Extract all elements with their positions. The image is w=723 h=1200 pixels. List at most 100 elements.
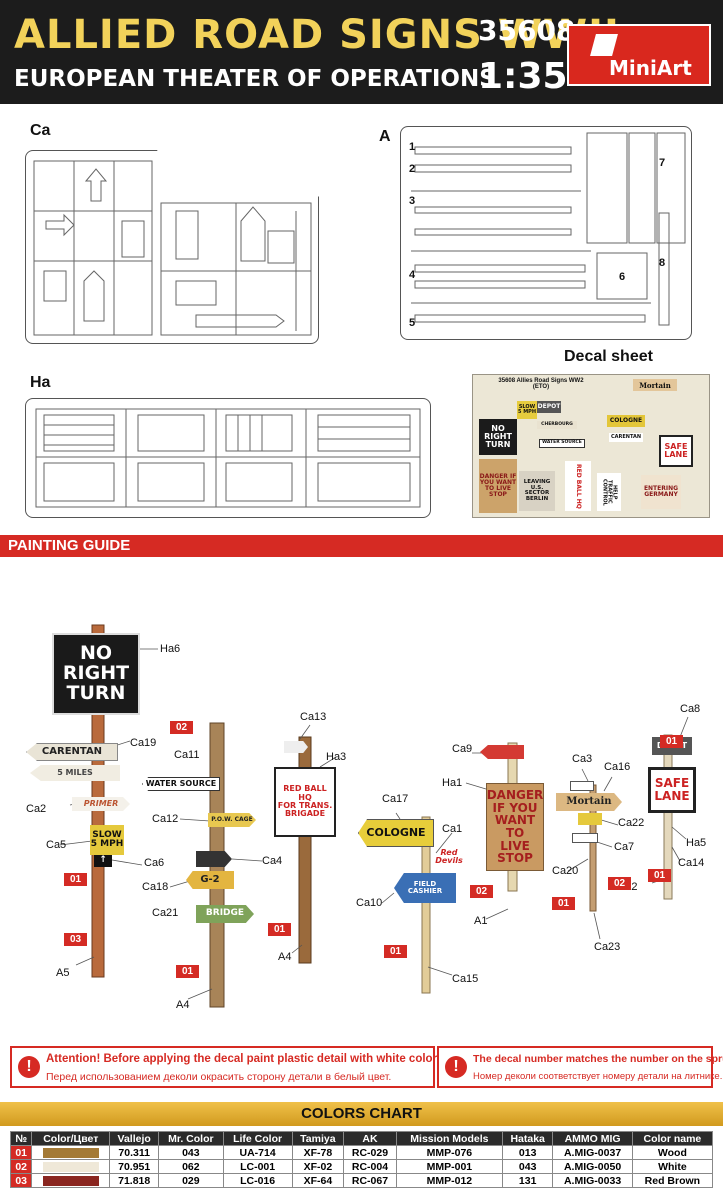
col-ammo-mig: AMMO MIG xyxy=(552,1131,633,1146)
sign-black-arrow xyxy=(196,851,232,867)
sprue-a-part-1: 1 xyxy=(409,141,416,153)
decal-sheet-title: Decal sheet xyxy=(564,348,653,365)
sprue-ha xyxy=(25,398,431,518)
cell-name: Wood xyxy=(631,1145,714,1160)
sign-safe-lane: SAFE LANE xyxy=(648,767,696,813)
callout-ca2: Ca2 xyxy=(26,803,47,815)
sign-cologne: COLOGNE xyxy=(358,819,434,847)
decal-cologne: COLOGNE xyxy=(607,415,645,427)
cell-life-color: UA-714 xyxy=(222,1145,293,1160)
table-row: 02 70.951 062 LC-001 XF-02 RC-004 MMP-00… xyxy=(9,1159,714,1174)
color-tag: 01 xyxy=(384,945,408,958)
col-hataka: Hataka xyxy=(501,1131,554,1146)
callout-ca19: Ca19 xyxy=(130,737,157,749)
col-mr-color: Mr. Color xyxy=(158,1131,224,1146)
cell-hataka: 131 xyxy=(501,1173,554,1188)
row-num: 02 xyxy=(9,1159,33,1174)
cell-hataka: 043 xyxy=(501,1159,554,1174)
sprue-a-label: A xyxy=(379,128,391,145)
sign-primer: PRIMER xyxy=(72,797,130,811)
callout-ca1: Ca1 xyxy=(442,823,463,835)
attention-text-ru: Перед использованием деколи окрасить сто… xyxy=(46,1071,392,1083)
callout-a4-left: A4 xyxy=(176,999,190,1011)
warning-icon: ! xyxy=(445,1056,467,1078)
sign-red-ball: RED BALL HQ FOR TRANS. BRIGADE xyxy=(274,767,336,837)
cell-name: Red Brown xyxy=(631,1173,714,1188)
kit-scale: 1:35 xyxy=(478,56,568,97)
brand-logo: MiniArt xyxy=(567,24,711,86)
sign-mortain: Mortain xyxy=(556,793,622,811)
cell-tamiya: XF-78 xyxy=(291,1145,345,1160)
decal-sheet-caption: 35608 Allies Road Signs WW2 (ETO) xyxy=(498,378,584,390)
cell-ak: RC-067 xyxy=(343,1173,397,1188)
sprue-a-part-3: 3 xyxy=(409,195,416,207)
color-tag: 02 xyxy=(608,877,632,890)
color-tag: 02 xyxy=(470,885,494,898)
decal-safe-lane: SAFE LANE xyxy=(659,435,693,467)
callout-ca9: Ca9 xyxy=(452,743,473,755)
sign-ca9-arrow xyxy=(480,745,524,759)
table-row: 03 71.818 029 LC-016 XF-64 RC-067 MMP-01… xyxy=(9,1173,714,1188)
brand-mark-icon xyxy=(590,34,618,56)
cell-vallejo: 70.311 xyxy=(109,1145,160,1160)
callout-ca16: Ca16 xyxy=(604,761,631,773)
colors-chart-table: № Color/Цвет Vallejo Mr. Color Life Colo… xyxy=(9,1131,714,1188)
color-tag: 01 xyxy=(176,965,200,978)
painting-guide-title: PAINTING GUIDE xyxy=(8,537,131,554)
warning-icon: ! xyxy=(18,1056,40,1078)
sign-g2: G-2 xyxy=(186,871,234,889)
color-tag: 03 xyxy=(64,933,88,946)
decal-carentan: CARENTAN xyxy=(609,433,643,442)
callout-ha3: Ha3 xyxy=(326,751,347,763)
sprue-a-part-4: 4 xyxy=(409,269,416,281)
callout-ca17: Ca17 xyxy=(382,793,409,805)
decal-no-right-turn: NO RIGHT TURN xyxy=(479,419,517,455)
decal-red-ball: RED BALL HQ xyxy=(565,461,591,511)
painting-guide: NO RIGHT TURN CARENTAN 5 MILES PRIMER SL… xyxy=(0,557,723,1043)
sign-small-arrow-ca13 xyxy=(284,741,308,753)
sign-ca3-small xyxy=(570,781,594,791)
colors-chart-bar: COLORS CHART xyxy=(0,1102,723,1126)
sprue-a: 1 2 3 4 5 6 7 8 xyxy=(400,126,692,340)
cell-life-color: LC-001 xyxy=(222,1159,293,1174)
decal-entering-germany: ENTERING GERMANY xyxy=(641,475,681,509)
sign-no-right-turn: NO RIGHT TURN xyxy=(52,633,140,715)
sprue-a-drawing xyxy=(411,132,686,326)
cell-ammo: A.MIG-0033 xyxy=(552,1173,633,1188)
header-banner: ALLIED ROAD SIGNS WWII EUROPEAN THEATER … xyxy=(0,0,723,104)
color-swatch xyxy=(31,1159,111,1174)
brand-name: MiniArt xyxy=(609,56,692,80)
callout-ca5: Ca5 xyxy=(46,839,67,851)
color-swatch-wood xyxy=(42,1147,99,1158)
cell-mr-color: 062 xyxy=(158,1159,224,1174)
attention-box-decal-paint: ! Attention! Before applying the decal p… xyxy=(10,1046,440,1088)
cell-mission: MMP-076 xyxy=(395,1145,503,1160)
col-tamiya: Tamiya xyxy=(291,1131,345,1146)
row-num: 03 xyxy=(9,1173,33,1188)
cell-mr-color: 043 xyxy=(158,1145,224,1160)
sprue-a-part-7: 7 xyxy=(659,157,666,169)
sign-danger: DANGER IF YOU WANT TO LIVE STOP xyxy=(486,783,544,871)
colors-chart-title: COLORS CHART xyxy=(301,1105,422,1122)
sign-bridge: BRIDGE xyxy=(196,905,254,923)
sign-field-cashier: FIELD CASHIER xyxy=(394,873,456,903)
kit-title: ALLIED ROAD SIGNS WWII xyxy=(14,12,620,58)
callout-ca13: Ca13 xyxy=(300,711,327,723)
attention-box-decal-number: ! The decal number matches the number on… xyxy=(437,1046,723,1088)
cell-ammo: A.MIG-0037 xyxy=(552,1145,633,1160)
cell-tamiya: XF-02 xyxy=(291,1159,345,1174)
sprue-ca xyxy=(25,150,319,344)
callout-ca14: Ca14 xyxy=(678,857,705,869)
decal-help-traffic: HELP TRAFFIC CONTROL xyxy=(597,473,621,511)
sign-carentan: CARENTAN xyxy=(26,743,118,761)
painting-guide-bar: PAINTING GUIDE xyxy=(0,535,723,557)
attention-text-en: The decal number matches the number on t… xyxy=(473,1053,723,1065)
callout-ca11: Ca11 xyxy=(174,749,200,761)
callout-a4-right: A4 xyxy=(278,951,292,963)
cell-ak: RC-004 xyxy=(343,1159,397,1174)
color-swatch xyxy=(31,1173,111,1188)
decal-mortain: Mortain xyxy=(633,379,677,391)
sprue-a-part-2: 2 xyxy=(409,163,416,175)
color-swatch-white xyxy=(42,1161,99,1172)
decal-sheet: 35608 Allies Road Signs WW2 (ETO) NO RIG… xyxy=(472,374,710,518)
